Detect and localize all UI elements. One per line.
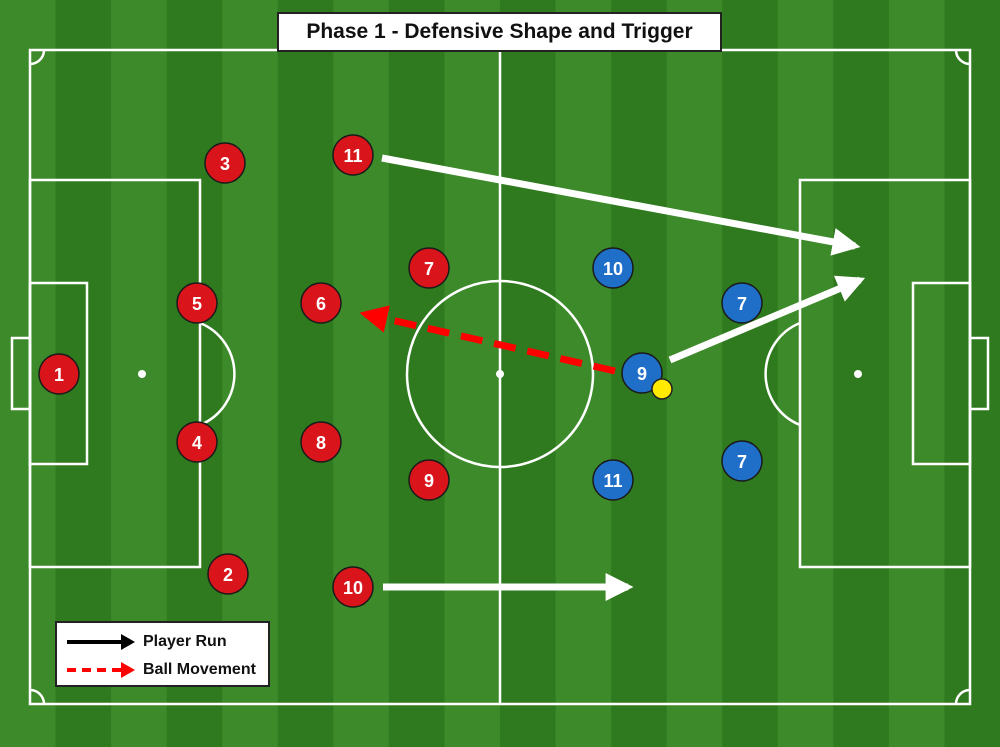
blue-player-marker (621, 352, 663, 394)
red-player-number: 6 (316, 294, 326, 314)
red-player-marker (207, 553, 249, 595)
right-goal (968, 336, 990, 411)
legend-label-ball-movement: Ball Movement (143, 661, 256, 678)
blue-player-9: 9 (621, 352, 663, 394)
right-penalty-spot (854, 370, 862, 378)
pitch-spots (138, 370, 862, 378)
red-player-marker (332, 566, 374, 608)
diagram-title: Phase 1 - Defensive Shape and Trigger (277, 12, 722, 52)
red-player-marker (300, 421, 342, 463)
legend-label-player-run: Player Run (143, 633, 227, 650)
red-player-marker (176, 421, 218, 463)
red-player-marker (300, 282, 342, 324)
red-player-number: 8 (316, 433, 326, 453)
red-player-marker (204, 142, 246, 184)
blue-player-number: 11 (603, 471, 622, 491)
centre-spot (496, 370, 504, 378)
left-penalty-spot (138, 370, 146, 378)
grass-stripe (500, 0, 557, 747)
grass-stripe (388, 0, 445, 747)
solid-black-arrow-icon (67, 634, 135, 650)
red-player-number: 9 (424, 471, 434, 491)
red-player-number: 1 (54, 365, 64, 385)
red-player-4: 4 (176, 421, 218, 463)
blue-player-7: 7 (721, 282, 763, 324)
red-player-number: 4 (192, 433, 202, 453)
red-player-10: 10 (332, 566, 374, 608)
blue-player-number: 7 (737, 294, 747, 314)
red-player-11: 11 (332, 134, 374, 176)
grass-stripe (666, 0, 723, 747)
red-player-number: 7 (424, 259, 434, 279)
blue-player-7: 7 (721, 440, 763, 482)
corner-arc (29, 49, 46, 66)
player-run-arrow-red-11 (381, 154, 861, 256)
arrows (359, 154, 866, 601)
red-team: 1 3 5 4 2 11 6 8 10 7 9 (38, 134, 450, 608)
red-player-marker (408, 459, 450, 501)
red-player-number: 5 (192, 294, 202, 314)
blue-player-number: 7 (737, 452, 747, 472)
right-penalty-arc (764, 321, 801, 427)
corner-arc (954, 49, 971, 66)
blue-player-marker (721, 440, 763, 482)
red-player-marker (332, 134, 374, 176)
corner-arc (29, 688, 46, 705)
red-player-6: 6 (300, 282, 342, 324)
grass-stripe (722, 0, 779, 747)
blue-player-11: 11 (592, 459, 634, 501)
left-goal (10, 336, 32, 411)
red-player-3: 3 (204, 142, 246, 184)
red-player-number: 10 (343, 578, 363, 598)
legend-item-ball-movement: Ball Movement (57, 657, 268, 683)
red-player-marker (408, 247, 450, 289)
red-player-9: 9 (408, 459, 450, 501)
blue-player-10: 10 (592, 247, 634, 289)
dashed-red-arrow-icon (67, 662, 135, 678)
legend-item-player-run: Player Run (57, 629, 268, 655)
blue-team: 10 9 11 7 7 (592, 247, 763, 501)
blue-player-marker (592, 247, 634, 289)
grass-stripe (944, 0, 1000, 747)
blue-player-number: 9 (637, 364, 647, 384)
grass-stripe (555, 0, 612, 747)
red-player-1: 1 (38, 353, 80, 395)
grass-stripe (277, 0, 334, 747)
player-run-arrow-blue-9 (668, 275, 866, 364)
blue-player-marker (721, 282, 763, 324)
grass-stripe (333, 0, 390, 747)
red-player-number: 11 (343, 146, 362, 166)
centre-circle (405, 279, 595, 469)
blue-player-number: 10 (603, 259, 623, 279)
red-player-2: 2 (207, 553, 249, 595)
legend: Player Run Ball Movement (55, 621, 270, 687)
red-player-5: 5 (176, 282, 218, 324)
corner-arc (954, 688, 971, 705)
red-player-7: 7 (408, 247, 450, 289)
grass-stripe (888, 0, 945, 747)
ball (651, 378, 673, 400)
left-penalty-arc (199, 321, 236, 427)
grass-stripe (444, 0, 501, 747)
grass-stripe (777, 0, 834, 747)
red-player-number: 2 (223, 565, 233, 585)
red-player-number: 3 (220, 154, 230, 174)
ball-movement-arrow (359, 305, 616, 375)
red-player-8: 8 (300, 421, 342, 463)
red-player-marker (38, 353, 80, 395)
red-player-marker (176, 282, 218, 324)
blue-player-marker (592, 459, 634, 501)
